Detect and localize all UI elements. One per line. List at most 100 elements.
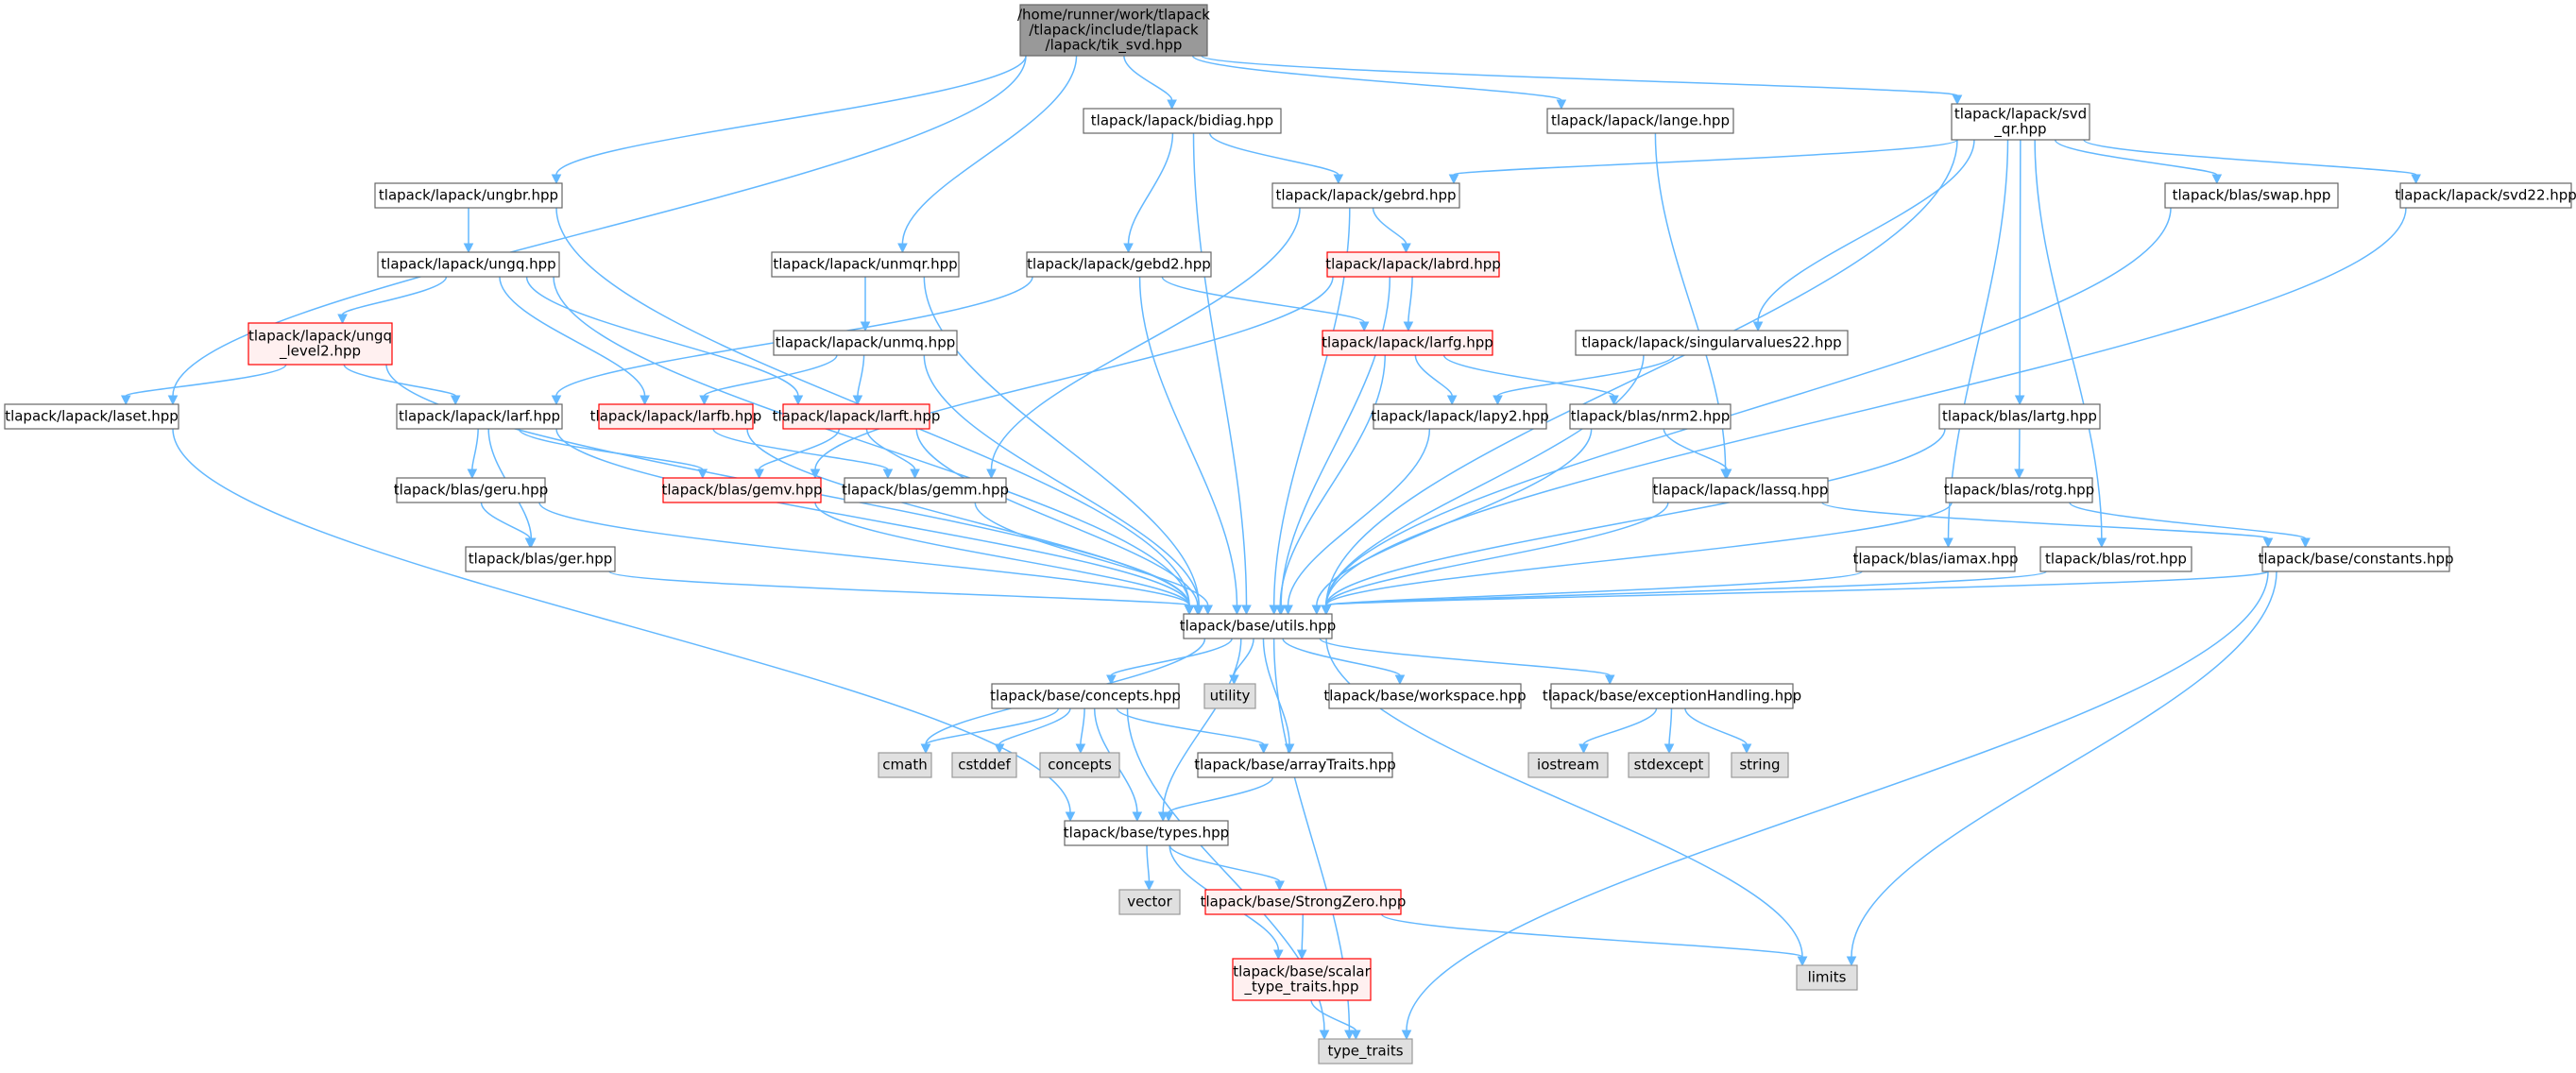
node-lange[interactable]: tlapack/lapack/lange.hpp — [1546, 108, 1734, 134]
edge-gemv-to-utils — [814, 502, 1190, 606]
node-scalar-label: tlapack/base/scalar — [1233, 963, 1371, 980]
edge-concepts-to-cstddef — [998, 707, 1071, 745]
arrowhead-constants-to-utils — [1321, 605, 1332, 616]
node-lartg[interactable]: tlapack/blas/lartg.hpp — [1938, 403, 2101, 430]
node-gebrd-box — [1271, 182, 1460, 209]
arrowhead-lapy2-to-utils — [1283, 605, 1293, 616]
edge-constants-to-utils — [1325, 571, 2269, 606]
node-constants[interactable]: tlapack/base/constants.hpp — [2258, 546, 2454, 572]
arrowhead-laset-to-types — [1065, 811, 1076, 823]
node-swap[interactable]: tlapack/blas/swap.hpp — [2164, 182, 2339, 209]
node-larft[interactable]: tlapack/lapack/larft.hpp — [773, 403, 941, 430]
arrowhead-ungq-to-larfb — [640, 395, 650, 406]
node-unmqr[interactable]: tlapack/lapack/unmqr.hpp — [771, 251, 960, 278]
node-type_traits: type_traits — [1318, 1038, 1413, 1064]
node-concepts[interactable]: tlapack/base/concepts.hpp — [990, 683, 1181, 709]
arrowhead-exch-to-iostream — [1578, 743, 1589, 755]
arrowhead-types-to-scalar — [1273, 949, 1284, 961]
node-scalar[interactable]: tlapack/base/scalar_type_traits.hpp — [1232, 958, 1372, 1001]
edge-unmq-to-larft — [857, 354, 865, 397]
node-lapy2[interactable]: tlapack/lapack/lapy2.hpp — [1371, 403, 1549, 430]
node-unmq-box — [773, 330, 958, 356]
edge-swap-to-utils — [1325, 207, 2172, 606]
edge-ger-to-utils — [608, 571, 1190, 606]
arrowhead-gebrd-to-labrd — [1401, 243, 1411, 254]
node-gemv-box — [662, 477, 822, 503]
node-ungbr-label: tlapack/lapack/ungbr.hpp — [379, 187, 558, 204]
node-ungq[interactable]: tlapack/lapack/ungq.hpp — [377, 251, 560, 278]
node-svd22[interactable]: tlapack/lapack/svd22.hpp — [2395, 182, 2576, 209]
edge-larf-to-utils — [555, 428, 1190, 606]
node-sv22[interactable]: tlapack/lapack/singularvalues22.hpp — [1575, 330, 1849, 356]
node-laset-label: tlapack/lapack/laset.hpp — [5, 408, 179, 425]
node-geru[interactable]: tlapack/blas/geru.hpp — [394, 477, 548, 503]
node-larf[interactable]: tlapack/lapack/larf.hpp — [396, 403, 563, 430]
node-bidiag[interactable]: tlapack/lapack/bidiag.hpp — [1083, 108, 1282, 134]
node-nrm2[interactable]: tlapack/blas/nrm2.hpp — [1569, 403, 1732, 430]
node-workspace[interactable]: tlapack/base/workspace.hpp — [1323, 683, 1527, 709]
node-sv22-label: tlapack/lapack/singularvalues22.hpp — [1581, 334, 1841, 351]
edge-ungq-to-ungq2 — [341, 276, 448, 315]
node-ger[interactable]: tlapack/blas/ger.hpp — [465, 546, 616, 572]
node-svdqr-label: _qr.hpp — [1993, 121, 2046, 139]
node-labrd[interactable]: tlapack/lapack/labrd.hpp — [1325, 251, 1501, 278]
node-gemm[interactable]: tlapack/blas/gemm.hpp — [842, 477, 1009, 503]
arrowhead-root-to-unmqr — [897, 243, 908, 254]
node-lassq[interactable]: tlapack/lapack/lassq.hpp — [1652, 477, 1829, 503]
node-ungbr[interactable]: tlapack/lapack/ungbr.hpp — [374, 182, 563, 209]
arrowhead-svdqr-to-swap — [2211, 174, 2223, 185]
edge-svdqr-to-svd22 — [2083, 139, 2417, 176]
arrowhead-bidiag-to-gebrd — [1333, 174, 1344, 185]
arrowhead-utils-to-concepts — [1106, 674, 1117, 686]
arrowhead-larfg-to-utils — [1274, 605, 1286, 616]
node-lange-label: tlapack/lapack/lange.hpp — [1551, 112, 1730, 129]
edge-strongzero-to-scalar — [1301, 913, 1305, 951]
node-unmq[interactable]: tlapack/lapack/unmq.hpp — [773, 330, 958, 356]
node-root[interactable]: /home/runner/work/tlapack/tlapack/includ… — [1017, 4, 1210, 57]
edge-root-to-ungbr — [555, 55, 1027, 176]
node-arrayTraits[interactable]: tlapack/base/arrayTraits.hpp — [1194, 752, 1396, 778]
arrowhead-lassq-to-constants — [2262, 537, 2274, 549]
node-ungq2[interactable]: tlapack/lapack/ungq_level2.hpp — [247, 322, 393, 366]
node-utils-label: tlapack/base/utils.hpp — [1180, 618, 1337, 635]
node-strongzero-label: tlapack/base/StrongZero.hpp — [1201, 894, 1407, 911]
edge-types-to-vector — [1146, 844, 1151, 882]
node-exch[interactable]: tlapack/base/exceptionHandling.hpp — [1543, 683, 1801, 709]
node-bidiag-box — [1083, 108, 1282, 134]
arrowhead-larft-to-gemm — [910, 468, 920, 480]
edge-types-to-strongzero — [1169, 844, 1281, 882]
arrowhead-larf-to-geru — [467, 468, 478, 480]
node-type_traits-label: type_traits — [1327, 1043, 1403, 1061]
edge-concepts-to-arrayTraits — [1116, 707, 1265, 745]
arrowhead-larft-to-utils — [1192, 605, 1203, 616]
node-concepts-box — [991, 683, 1180, 709]
node-gebd2[interactable]: tlapack/lapack/gebd2.hpp — [1026, 251, 1212, 278]
arrowhead-arrayTraits-to-types — [1163, 811, 1174, 823]
arrowhead-constants-to-type_traits — [1401, 1030, 1412, 1041]
edge-root-to-bidiag — [1123, 55, 1173, 101]
node-laset[interactable]: tlapack/lapack/laset.hpp — [4, 403, 179, 430]
node-gemm-box — [844, 477, 1007, 503]
node-svdqr[interactable]: tlapack/lapack/svd_qr.hpp — [1951, 103, 2090, 141]
edge-svdqr-to-utils — [1325, 139, 1958, 606]
node-rotg[interactable]: tlapack/blas/rotg.hpp — [1944, 477, 2094, 503]
edge-svd22-to-utils — [1325, 207, 2407, 606]
node-stdexcept-box — [1628, 752, 1710, 778]
node-larfb[interactable]: tlapack/lapack/larfb.hpp — [590, 403, 762, 430]
node-strongzero[interactable]: tlapack/base/StrongZero.hpp — [1201, 889, 1407, 915]
node-utils[interactable]: tlapack/base/utils.hpp — [1180, 613, 1337, 639]
edge-bidiag-to-gebd2 — [1127, 132, 1174, 245]
node-concepts_std: concepts — [1039, 752, 1120, 778]
node-lartg-label: tlapack/blas/lartg.hpp — [1942, 408, 2097, 425]
edge-ungq-to-utils — [553, 276, 1190, 606]
node-larfg[interactable]: tlapack/lapack/larfg.hpp — [1322, 330, 1493, 356]
edge-constants-to-limits — [1851, 571, 2277, 958]
node-gebrd[interactable]: tlapack/lapack/gebrd.hpp — [1271, 182, 1460, 209]
node-larfg-box — [1322, 330, 1493, 356]
edge-rotg-to-utils — [1325, 502, 1953, 606]
arrowhead-svdqr-to-iamax — [1943, 537, 1953, 549]
node-gemv[interactable]: tlapack/blas/gemv.hpp — [661, 477, 823, 503]
node-types[interactable]: tlapack/base/types.hpp — [1064, 820, 1229, 846]
node-rot[interactable]: tlapack/blas/rot.hpp — [2039, 546, 2192, 572]
node-iamax[interactable]: tlapack/blas/iamax.hpp — [1852, 546, 2019, 572]
